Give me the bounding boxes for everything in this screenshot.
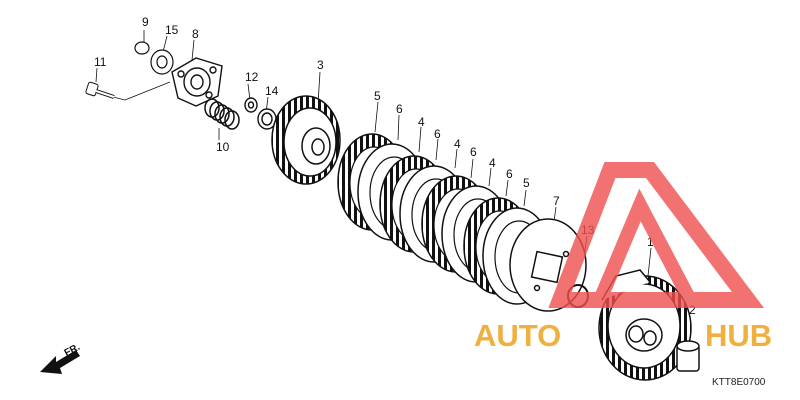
bolt-part (85, 81, 115, 99)
part-number-label: 6 (434, 127, 441, 141)
part-number-label: 4 (454, 137, 461, 151)
part-number-label: 4 (418, 115, 425, 129)
part-number-label: 5 (374, 89, 381, 103)
part-number-label: 7 (553, 194, 560, 208)
watermark-text-left: AUTO (474, 318, 561, 353)
part-number-label: 4 (489, 156, 496, 170)
part-number-label: 6 (506, 167, 513, 181)
front-arrow: FR. (40, 342, 82, 374)
part-number-label: 8 (192, 27, 199, 41)
part-number-label: 9 (142, 15, 149, 29)
part-number-label: 2 (689, 303, 696, 317)
spring-part (204, 98, 240, 130)
part-number-label: 1 (647, 235, 654, 249)
diagram-code: KTT8E0700 (712, 377, 766, 388)
part-number-label: 6 (396, 102, 403, 116)
collar-part (676, 340, 700, 372)
part-number-label: 15 (165, 23, 179, 37)
washer-parts (244, 97, 277, 130)
part-number-label: 5 (523, 176, 530, 190)
part-number-label: 14 (265, 84, 279, 98)
watermark-logo (548, 162, 765, 308)
clutch-center-part (271, 95, 341, 185)
watermark-text-right: HUB (705, 318, 772, 353)
part-number-label: 10 (216, 140, 230, 154)
part-number-label: 11 (94, 55, 107, 69)
part-number-label: 12 (245, 70, 259, 84)
lifter-plate-part (171, 57, 223, 107)
bearing-part (134, 41, 174, 75)
part-number-label: 6 (470, 145, 477, 159)
clutch-plate-stack (337, 133, 552, 305)
part-number-label: 3 (317, 58, 324, 72)
